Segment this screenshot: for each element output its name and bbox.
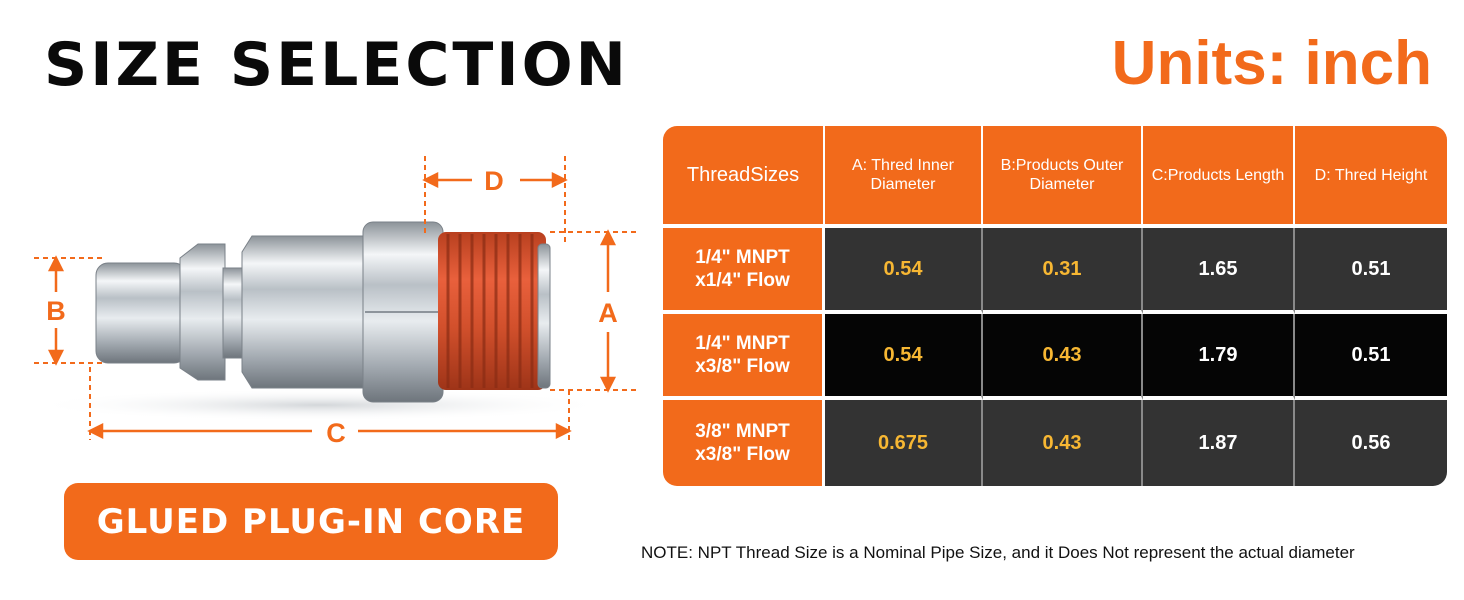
- table-header-d: D: Thred Height: [1295, 126, 1447, 228]
- units-label: Units: inch: [1111, 29, 1432, 98]
- glued-core-badge: GLUED PLUG-IN CORE: [64, 483, 558, 560]
- dimension-label-d: D: [484, 166, 504, 196]
- table-cell-a: 0.675: [825, 400, 983, 486]
- plug-collar: [179, 243, 226, 381]
- dimension-label-b: B: [46, 296, 66, 326]
- table-row-size: 1/4" MNPT x3/8" Flow: [663, 314, 825, 400]
- table-cell-c: 1.79: [1143, 314, 1295, 400]
- table-row-size: 1/4" MNPT x1/4" Flow: [663, 228, 825, 314]
- note-text: NOTE: NPT Thread Size is a Nominal Pipe …: [641, 543, 1355, 562]
- dimension-label-a: A: [598, 298, 618, 328]
- page-title: SIZE SELECTION: [44, 30, 629, 100]
- table-header-c: C:Products Length: [1143, 126, 1295, 228]
- product-diagram: D B A C: [30, 156, 640, 448]
- plug-tip: [95, 262, 187, 364]
- table-header-a: A: Thred Inner Diameter: [825, 126, 983, 228]
- plug-body: [241, 235, 366, 389]
- product-shadow: [30, 389, 610, 421]
- thread-section: [438, 232, 546, 390]
- table-cell-c: 1.65: [1143, 228, 1295, 314]
- table-header-b: B:Products Outer Diameter: [983, 126, 1143, 228]
- table-cell-b: 0.31: [983, 228, 1143, 314]
- table-row-size: 3/8" MNPT x3/8" Flow: [663, 400, 825, 486]
- table-cell-d: 0.51: [1295, 314, 1447, 400]
- table-cell-b: 0.43: [983, 400, 1143, 486]
- table-header-thread-sizes: ThreadSizes: [663, 126, 825, 228]
- size-table: ThreadSizes A: Thred Inner Diameter B:Pr…: [663, 126, 1447, 486]
- table-cell-d: 0.56: [1295, 400, 1447, 486]
- plug-neck: [222, 267, 244, 359]
- table-cell-a: 0.54: [825, 314, 983, 400]
- thread-end: [537, 243, 551, 389]
- table-cell-b: 0.43: [983, 314, 1143, 400]
- dimension-label-c: C: [326, 418, 346, 448]
- table-cell-c: 1.87: [1143, 400, 1295, 486]
- table-cell-a: 0.54: [825, 228, 983, 314]
- table-cell-d: 0.51: [1295, 228, 1447, 314]
